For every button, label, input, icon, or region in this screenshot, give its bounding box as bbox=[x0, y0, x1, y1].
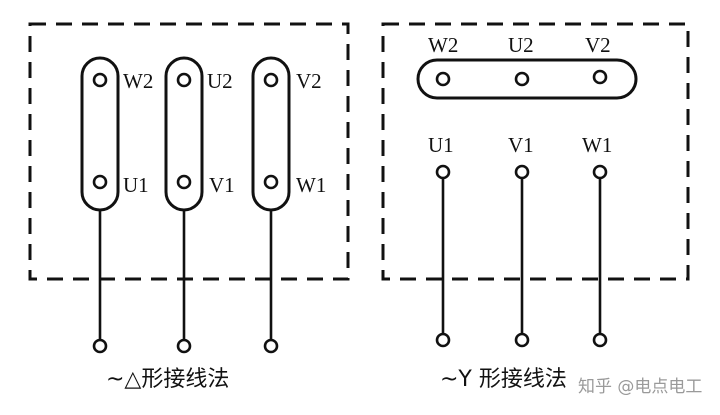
star-label-w1: W1 bbox=[582, 133, 612, 157]
star-terminal-box-outline bbox=[381, 22, 690, 281]
delta-terminal-box-outline bbox=[28, 22, 350, 281]
delta-terminal-u1 bbox=[92, 174, 108, 190]
star-connection-panel: W2 U2 V2 U1 V1 W1 ~Y 形接线法 bbox=[381, 22, 690, 392]
star-label-u2: U2 bbox=[508, 33, 534, 57]
star-terminal-v2 bbox=[592, 69, 608, 85]
star-lead-end-1 bbox=[435, 332, 451, 348]
delta-label-u2: U2 bbox=[207, 69, 233, 93]
delta-label-v2: V2 bbox=[296, 69, 322, 93]
star-lead-end-3 bbox=[592, 332, 608, 348]
delta-terminal-v1 bbox=[176, 174, 192, 190]
star-label-v2: V2 bbox=[585, 33, 611, 57]
star-terminal-w1 bbox=[592, 164, 608, 180]
delta-caption: ~△形接线法 bbox=[106, 367, 229, 392]
star-label-w2: W2 bbox=[428, 33, 458, 57]
star-terminal-w2 bbox=[435, 71, 451, 87]
delta-label-w1: W1 bbox=[296, 173, 326, 197]
delta-label-v1: V1 bbox=[209, 173, 235, 197]
star-terminal-v1 bbox=[514, 164, 530, 180]
delta-lead-end-1 bbox=[92, 338, 108, 354]
star-label-v1: V1 bbox=[508, 133, 534, 157]
delta-terminal-w2 bbox=[92, 72, 108, 88]
star-caption: ~Y 形接线法 bbox=[440, 367, 567, 392]
delta-terminal-u2 bbox=[176, 72, 192, 88]
watermark-text: 知乎 @电点电工 bbox=[578, 377, 702, 397]
delta-lead-end-3 bbox=[263, 338, 279, 354]
delta-label-u1: U1 bbox=[123, 173, 149, 197]
star-lead-end-2 bbox=[514, 332, 530, 348]
star-terminal-u2 bbox=[514, 71, 530, 87]
star-label-u1: U1 bbox=[428, 133, 454, 157]
delta-terminal-w1 bbox=[263, 174, 279, 190]
delta-terminal-v2 bbox=[263, 72, 279, 88]
delta-connection-panel: W2 U2 V2 U1 V1 W1 ~△形接线法 bbox=[28, 22, 350, 392]
delta-label-w2: W2 bbox=[123, 69, 153, 93]
star-terminal-u1 bbox=[435, 164, 451, 180]
delta-lead-end-2 bbox=[176, 338, 192, 354]
